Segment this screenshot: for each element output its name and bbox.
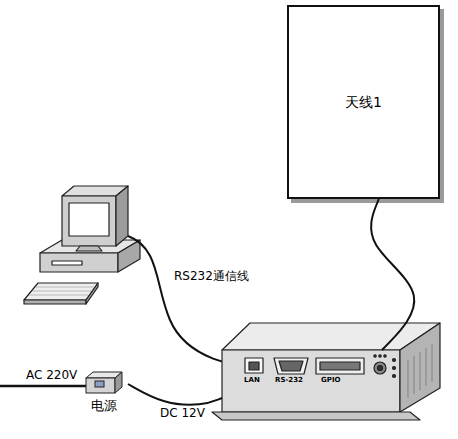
reader-device — [212, 323, 440, 420]
antenna-cable — [371, 199, 414, 350]
edge-label: DC 12V — [158, 406, 207, 420]
port-label: LAN — [244, 377, 260, 384]
power-brick — [86, 372, 122, 393]
keyboard-keys — [29, 287, 94, 295]
power-cable — [128, 384, 222, 405]
cable-label: RS232通信线 — [172, 268, 251, 285]
ac-line — [0, 385, 86, 388]
power-supply: 电源 — [80, 368, 128, 414]
vent-line — [414, 356, 415, 394]
antenna-panel: 天线1 — [287, 5, 440, 199]
node-text: 天线1 — [345, 94, 382, 111]
vent-line — [420, 352, 421, 390]
voltage-label: AC 220V — [24, 368, 79, 382]
vent-line — [426, 348, 427, 386]
vent-line — [432, 344, 433, 382]
vent-line — [408, 360, 409, 398]
reader-device: LAN RS-232 GPIO — [222, 350, 400, 412]
node-text: 电源 — [80, 398, 128, 414]
side-vents — [408, 344, 432, 398]
port-label: RS-232 — [275, 377, 303, 384]
computer-illustration — [24, 186, 140, 304]
port-label: GPIO — [321, 377, 340, 384]
